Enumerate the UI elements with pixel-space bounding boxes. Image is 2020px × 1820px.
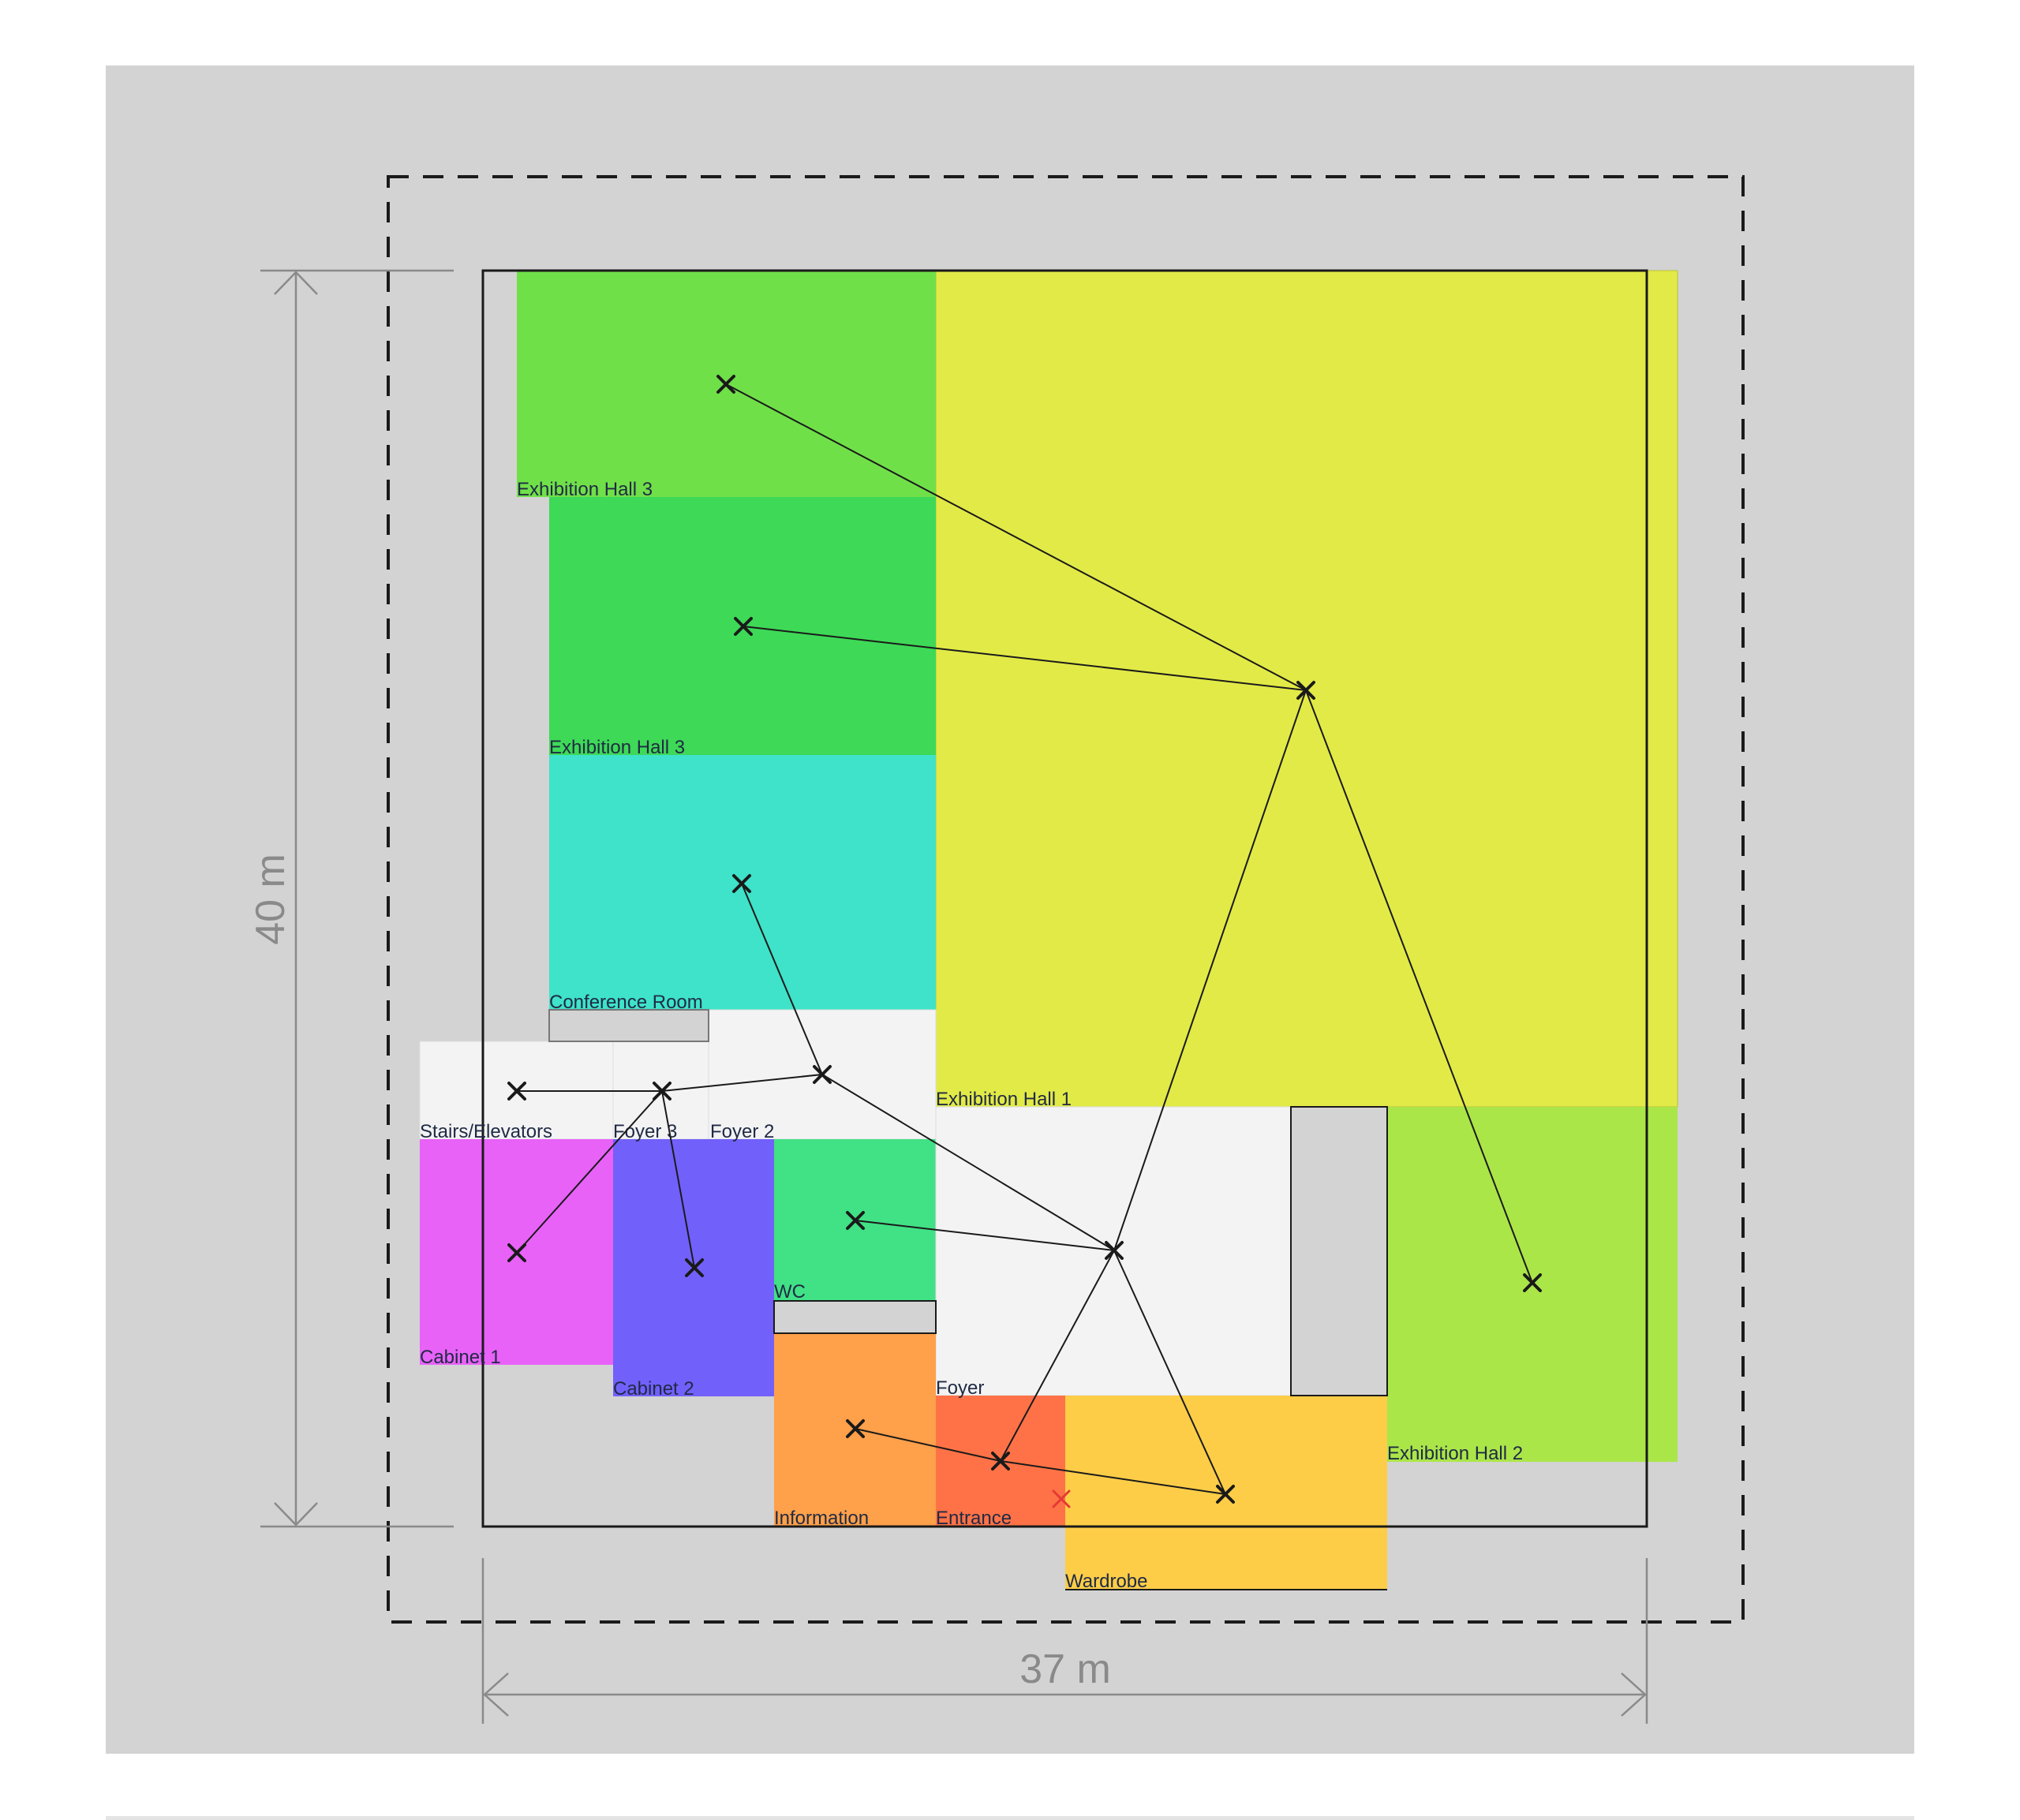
service-core [1290,1106,1388,1396]
wc-corridor [773,1300,937,1334]
edge-entrance-wardrobe [1000,1460,1226,1495]
node-foyer3 [653,1082,671,1101]
node-hall3a [716,375,735,394]
edge-foyer3-cabinet1 [516,1090,663,1254]
width-dimension-label: 37 m [1019,1646,1111,1692]
width-arrow-right [1621,1672,1647,1717]
label-wardrobe: Wardrobe [1065,1571,1147,1592]
edge-information-entrance [855,1428,1001,1462]
edge-hall3b-hall1 [743,626,1307,691]
graph-nodes [507,375,1542,1508]
entrance-marker [1052,1489,1071,1508]
edge-hall1-foyer [1113,690,1307,1251]
node-foyer [1105,1241,1124,1260]
label-foyer-3: Foyer 3 [613,1121,677,1142]
width-arrow-left [483,1672,509,1717]
node-information [846,1419,865,1438]
node-stairs [507,1082,526,1101]
node-cabinet2 [685,1258,704,1277]
edge-foyer2-foyer [821,1074,1115,1251]
node-hall2 [1523,1273,1542,1292]
label-entrance: Entrance [936,1508,1012,1529]
node-cabinet1 [507,1243,526,1262]
height-dimension-label: 40 m [248,854,294,945]
edge-foyer3-cabinet2 [661,1090,695,1269]
height-arrow-top [274,271,318,295]
edge-conference-foyer2 [741,883,823,1075]
label-foyer: Foyer [936,1377,984,1399]
connectivity-graph [516,383,1533,1495]
height-arrow-bottom [274,1502,318,1527]
label-stairs-elevators: Stairs/Elevators [420,1121,552,1142]
label-conference-room: Conference Room [549,992,703,1013]
node-entrance [991,1452,1010,1471]
node-wardrobe [1216,1485,1235,1504]
node-foyer2 [813,1065,832,1084]
edge-wc-foyer [855,1220,1115,1251]
bottom-divider [106,1816,1914,1820]
label-exhibition-hall-3-lower: Exhibition Hall 3 [549,737,685,758]
width-dimension [481,1558,1648,1724]
label-exhibition-hall-2: Exhibition Hall 2 [1387,1443,1523,1464]
edge-hall3a-hall1 [725,383,1307,691]
edge-foyer-wardrobe [1113,1250,1226,1495]
room-labels: Exhibition Hall 3 Exhibition Hall 3 Conf… [420,479,1523,1592]
node-hall3b [734,617,753,636]
label-cabinet-1: Cabinet 1 [420,1347,501,1368]
site-boundary [387,175,1745,1624]
label-cabinet-2: Cabinet 2 [613,1378,694,1400]
node-wc [846,1211,865,1230]
label-wc: WC [774,1281,806,1302]
edge-foyer3-foyer2 [661,1074,823,1092]
label-information: Information [774,1508,869,1529]
conference-corridor [548,1009,709,1042]
edge-hall1-hall2 [1305,690,1533,1284]
label-exhibition-hall-3-upper: Exhibition Hall 3 [517,479,653,500]
height-dimension [260,269,454,1528]
building-outline [481,269,1648,1528]
node-hall1 [1296,681,1315,700]
edge-foyer-entrance [1000,1250,1115,1462]
label-foyer-2: Foyer 2 [710,1121,774,1142]
node-conference [732,874,751,893]
label-exhibition-hall-1: Exhibition Hall 1 [936,1089,1072,1110]
